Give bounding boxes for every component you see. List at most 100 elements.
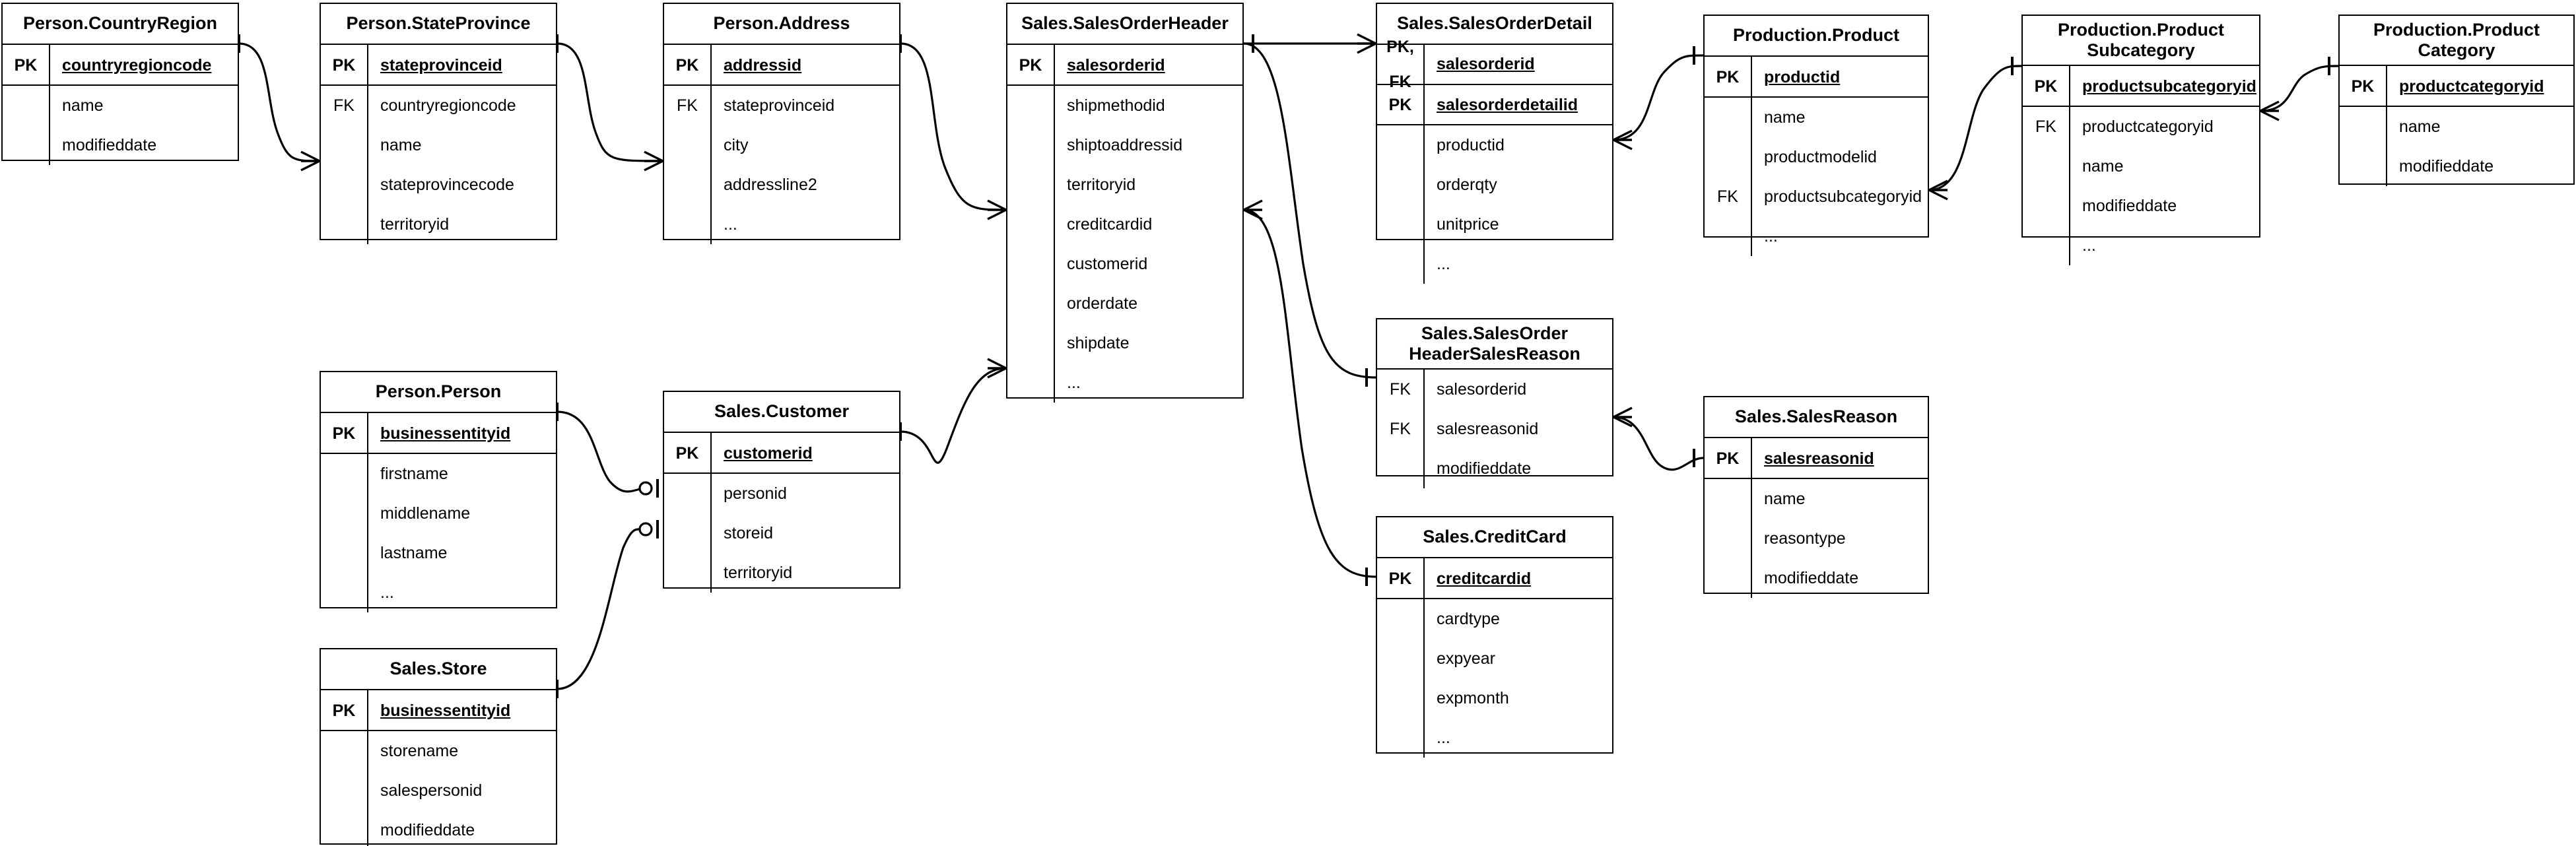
attribute-row-sales_order_header_sales_reason-modifieddate[interactable]: modifieddate xyxy=(1377,449,1612,488)
entity-title-person: Person.Person xyxy=(321,372,556,413)
attribute-row-state_province-territoryid[interactable]: territoryid xyxy=(321,205,556,244)
attribute-row-credit_card-expmonth[interactable]: expmonth xyxy=(1377,678,1612,718)
attribute-row-person-lastname[interactable]: lastname xyxy=(321,533,556,573)
attribute-row-person-middlename[interactable]: middlename xyxy=(321,494,556,533)
attribute-row-store-modifieddate[interactable]: modifieddate xyxy=(321,810,556,846)
key-cell-empty xyxy=(1377,165,1425,205)
attribute-row-country_region-modifieddate[interactable]: modifieddate xyxy=(3,125,238,165)
attribute-row-store-salespersonid[interactable]: salespersonid xyxy=(321,771,556,810)
attribute-row-sales_order_header-...[interactable]: ... xyxy=(1007,363,1242,403)
attribute-name-stateprovincecode: stateprovincecode xyxy=(380,175,514,194)
attribute-name-storeid: storeid xyxy=(724,523,774,542)
attribute-name-salesorderid: salesorderid xyxy=(1437,379,1527,399)
key-label-salesorderdetailid: PK xyxy=(1377,85,1425,125)
attribute-row-customer-personid[interactable]: personid xyxy=(664,474,899,513)
attribute-row-sales_order_detail-...[interactable]: ... xyxy=(1377,244,1612,284)
attribute-row-person-firstname[interactable]: firstname xyxy=(321,454,556,494)
attribute-name-salesorderid: salesorderid xyxy=(1067,55,1165,75)
attribute-row-product-productmodelid[interactable]: productmodelid xyxy=(1705,137,1928,177)
attribute-row-store-storename[interactable]: storename xyxy=(321,731,556,771)
attribute-row-sales_order_header-creditcardid[interactable]: creditcardid xyxy=(1007,205,1242,244)
attribute-name-modifieddate: modifieddate xyxy=(1437,459,1532,478)
attribute-row-customer-storeid[interactable]: storeid xyxy=(664,513,899,553)
attribute-row-person-...[interactable]: ... xyxy=(321,573,556,612)
key-cell-empty xyxy=(2023,146,2070,186)
attribute-row-sales_reason-name[interactable]: name xyxy=(1705,479,1928,519)
attribute-row-state_province-name[interactable]: name xyxy=(321,125,556,165)
attribute-row-country_region-name[interactable]: name xyxy=(3,86,238,125)
key-cell-empty xyxy=(1705,519,1752,558)
entity-title-sales_reason: Sales.SalesReason xyxy=(1705,397,1928,438)
attribute-name-businessentityid: businessentityid xyxy=(380,424,511,443)
attribute-row-product-...[interactable]: ... xyxy=(1705,216,1928,256)
attribute-row-sales_order_header-shipdate[interactable]: shipdate xyxy=(1007,323,1242,363)
attribute-row-sales_reason-modifieddate[interactable]: modifieddate xyxy=(1705,558,1928,598)
attribute-name-customerid: customerid xyxy=(1067,254,1148,273)
attribute-row-sales_order_header-shipmethodid[interactable]: shipmethodid xyxy=(1007,86,1242,125)
attribute-row-address-...[interactable]: ... xyxy=(664,205,899,244)
attribute-row-product_subcategory-modifieddate[interactable]: modifieddate xyxy=(2023,186,2259,226)
attribute-row-sales_reason-reasontype[interactable]: reasontype xyxy=(1705,519,1928,558)
attribute-row-product_subcategory-name[interactable]: name xyxy=(2023,146,2259,186)
attribute-row-product_category-modifieddate[interactable]: modifieddate xyxy=(2340,146,2573,186)
key-cell-empty xyxy=(1007,165,1055,205)
attribute-row-state_province-stateprovincecode[interactable]: stateprovincecode xyxy=(321,165,556,205)
attribute-row-sales_order_header-customerid[interactable]: customerid xyxy=(1007,244,1242,284)
attribute-row-product_subcategory-...[interactable]: ... xyxy=(2023,226,2259,265)
attribute-row-product-name[interactable]: name xyxy=(1705,98,1928,137)
attribute-row-sales_order_header-orderdate[interactable]: orderdate xyxy=(1007,284,1242,323)
attribute-row-sales_order_detail-productid[interactable]: productid xyxy=(1377,125,1612,165)
attribute-row-credit_card-cardtype[interactable]: cardtype xyxy=(1377,599,1612,639)
attribute-row-address-addressline2[interactable]: addressline2 xyxy=(664,165,899,205)
key-cell-empty xyxy=(1705,216,1752,256)
attribute-row-address-city[interactable]: city xyxy=(664,125,899,165)
attribute-row-sales_order_header-shiptoaddressid[interactable]: shiptoaddressid xyxy=(1007,125,1242,165)
attribute-row-sales_order_header-territoryid[interactable]: territoryid xyxy=(1007,165,1242,205)
attribute-row-product_category-name[interactable]: name xyxy=(2340,107,2573,146)
attribute-row-credit_card-expyear[interactable]: expyear xyxy=(1377,639,1612,678)
attribute-row-sales_order_detail-orderqty[interactable]: orderqty xyxy=(1377,165,1612,205)
attribute-row-customer-territoryid[interactable]: territoryid xyxy=(664,553,899,593)
attribute-row-credit_card-...[interactable]: ... xyxy=(1377,718,1612,758)
attribute-row-sales_order_detail-unitprice[interactable]: unitprice xyxy=(1377,205,1612,244)
key-cell-empty xyxy=(1377,718,1425,758)
entity-title-store: Sales.Store xyxy=(321,649,556,690)
